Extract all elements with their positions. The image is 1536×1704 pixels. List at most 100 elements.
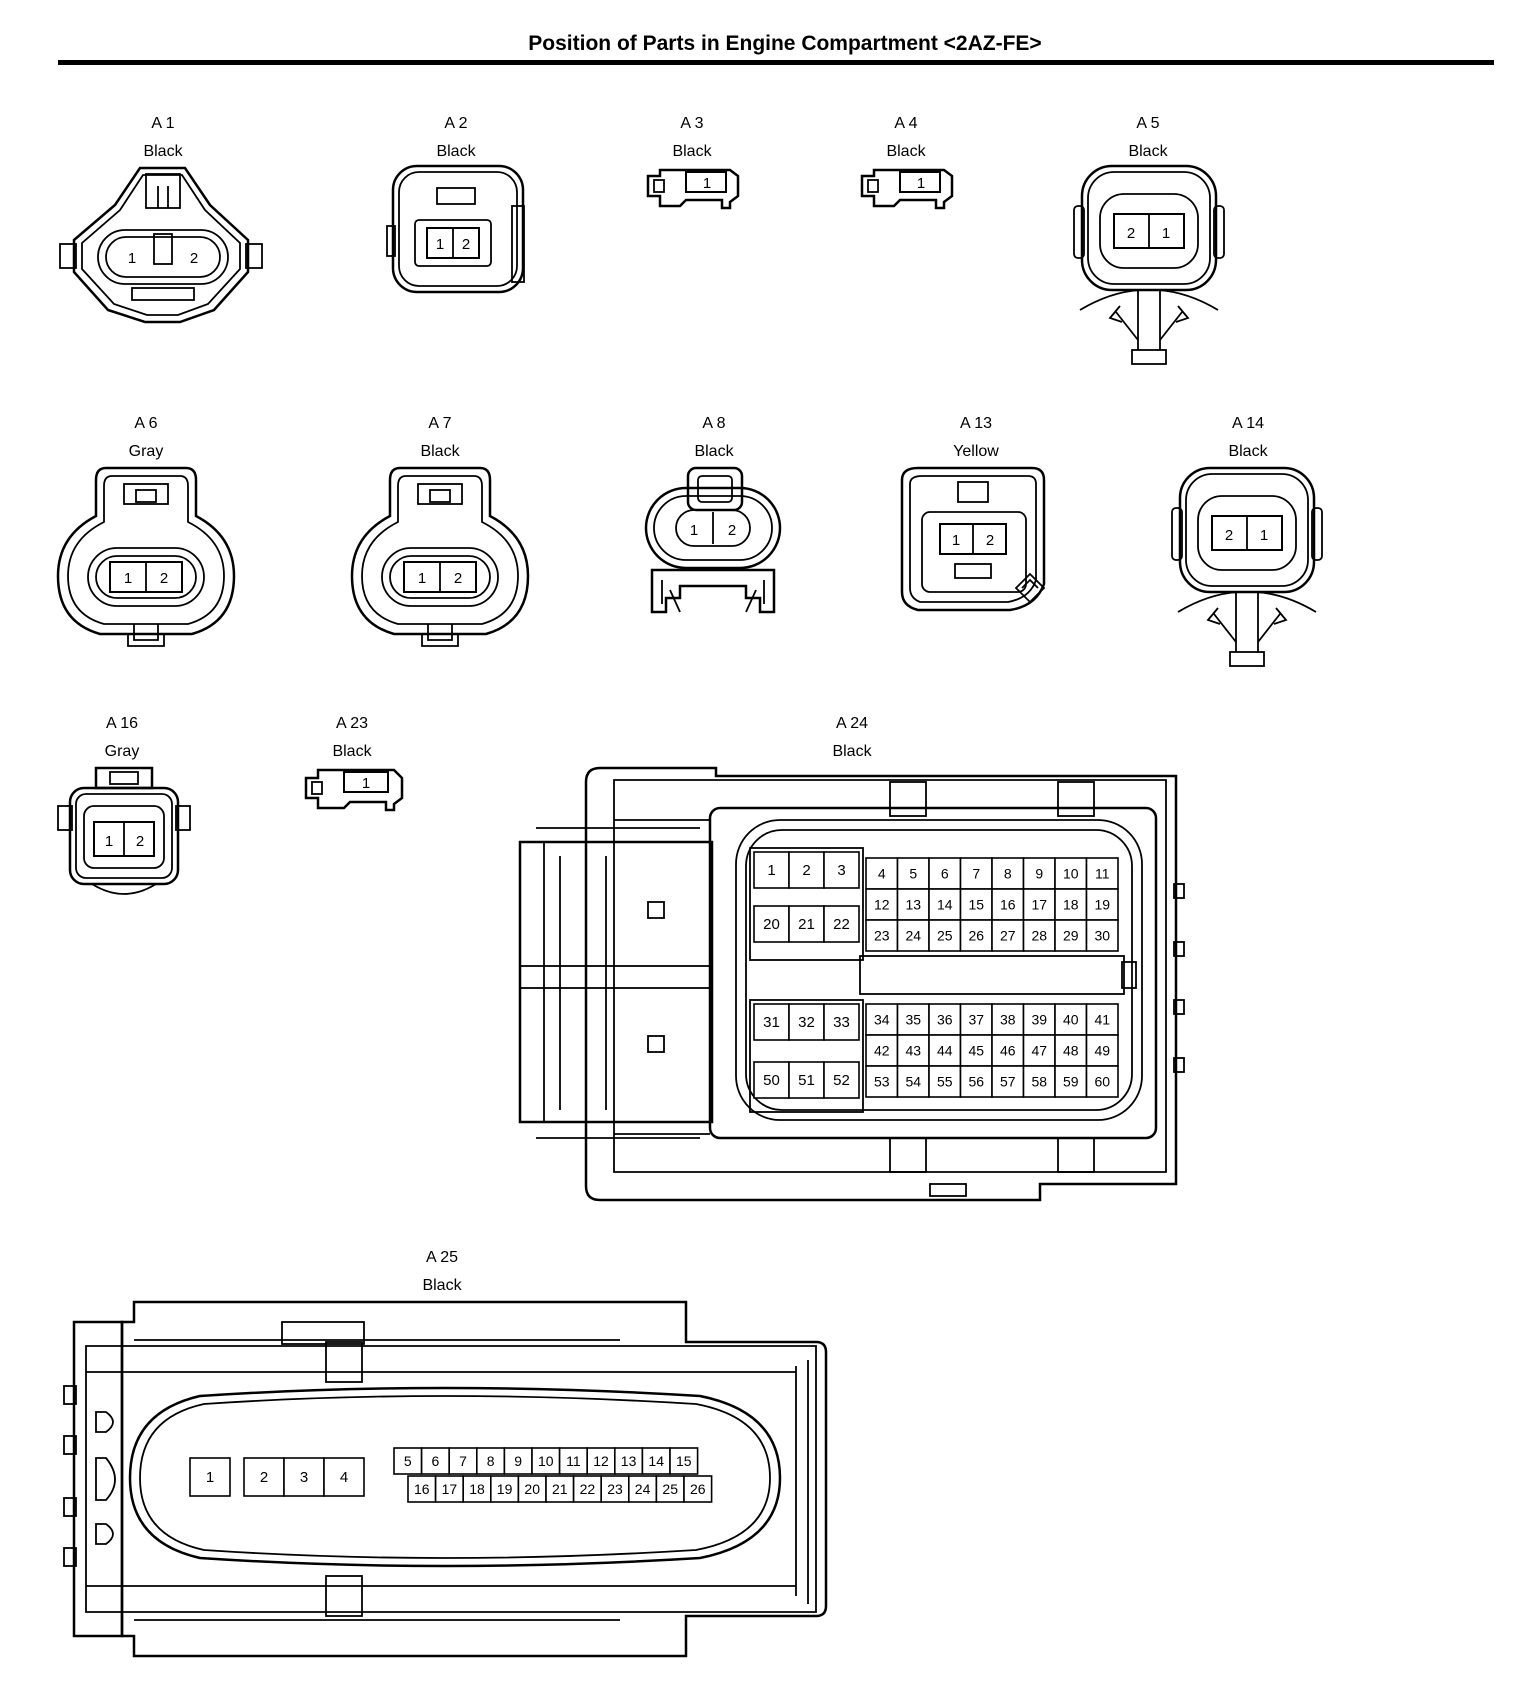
connector-a25-pin-22: 22 <box>580 1481 596 1497</box>
connector-a1-id: A 1 <box>151 115 174 132</box>
connector-a24-pin-25: 25 <box>937 928 953 944</box>
connector-a24-pin-1-cell <box>753 851 790 889</box>
connector-a24-pin-27-cell <box>991 919 1025 952</box>
connector-a13: A 13 Yellow 1 2 <box>900 415 1046 612</box>
connector-a5: A 5 Black 2 1 <box>1073 115 1225 365</box>
connector-a24-pin-16: 16 <box>1000 897 1016 913</box>
connector-a25-pin-8-cell <box>475 1447 506 1475</box>
connector-a25-pin-23-cell <box>600 1475 630 1503</box>
connector-a24-pin-44: 44 <box>937 1043 953 1059</box>
connector-a25-pin-13: 13 <box>621 1453 637 1469</box>
connector-a24-pin-43: 43 <box>905 1043 921 1059</box>
connector-a5-color: Black <box>1128 143 1168 160</box>
connector-a4-color: Black <box>886 143 926 160</box>
connector-a25-pin-25: 25 <box>662 1481 678 1497</box>
connector-a4: A 4 Black 1 <box>860 115 954 210</box>
connector-a24-pin-52: 52 <box>833 1072 850 1089</box>
connector-a1-pin-2: 2 <box>190 250 198 267</box>
connector-a24-pin-34: 34 <box>874 1012 890 1028</box>
connector-a24-pin-53-cell <box>865 1065 899 1098</box>
connector-a24-pin-58: 58 <box>1031 1074 1047 1090</box>
connector-a25-pin-1: 1 <box>206 1469 214 1486</box>
connector-a24-pin-35: 35 <box>905 1012 921 1028</box>
connector-a24-pin-32-cell <box>788 1003 825 1041</box>
connector-a24-pin-47: 47 <box>1031 1043 1047 1059</box>
connector-a24-pin-33-cell <box>823 1003 860 1041</box>
connector-a25-pin-4: 4 <box>340 1469 348 1486</box>
connector-a25-pin-5-cell <box>393 1447 423 1475</box>
connector-a24-pin-42-cell <box>865 1034 899 1067</box>
connector-a16-id: A 16 <box>106 715 138 732</box>
connector-a24-pin-59: 59 <box>1063 1074 1079 1090</box>
connector-a25-pin-10-cell <box>531 1447 561 1475</box>
connector-a25-pin-12-cell <box>586 1447 616 1475</box>
connector-a24-pin-15: 15 <box>968 897 984 913</box>
connector-a6-pin-2: 2 <box>160 570 168 587</box>
connector-a24-pin-3-cell <box>823 851 860 889</box>
connector-a3-color: Black <box>672 143 712 160</box>
connector-a25-pin-23: 23 <box>607 1481 623 1497</box>
connector-a24-pin-56: 56 <box>968 1074 984 1090</box>
connector-a23-pin-1: 1 <box>362 775 370 792</box>
connector-a16: A 16 Gray 1 2 <box>57 715 191 895</box>
connector-a25-pin-4-cell <box>323 1457 365 1497</box>
connector-a24-pin-52-cell <box>823 1061 860 1099</box>
connector-a24-pin-18-cell <box>1054 888 1088 921</box>
connector-a6: A 6 Gray 1 2 <box>56 415 236 647</box>
connector-a7-pin-2: 2 <box>454 570 462 587</box>
connector-a8-color: Black <box>694 443 734 460</box>
connector-a24-pin-29-cell <box>1054 919 1088 952</box>
connector-a25-pin-24-cell <box>627 1475 658 1503</box>
connector-a5-id: A 5 <box>1136 115 1159 132</box>
connector-a24-pin-39: 39 <box>1031 1012 1047 1028</box>
connector-a8-pin-1: 1 <box>690 522 698 539</box>
connector-a24-pin-5: 5 <box>909 866 917 882</box>
connector-a24-pin-8: 8 <box>1004 866 1012 882</box>
connector-a2: A 2 Black 1 2 <box>386 115 525 294</box>
connector-a24-pin-10: 10 <box>1063 866 1079 882</box>
connector-a25-pin-9: 9 <box>514 1453 522 1469</box>
connector-a14-pin-2: 2 <box>1225 527 1233 544</box>
connector-a24-pin-1: 1 <box>767 862 775 879</box>
connector-a24-pin-30: 30 <box>1094 928 1110 944</box>
connector-a14-id: A 14 <box>1232 415 1264 432</box>
connector-a24-pin-20: 20 <box>763 916 780 933</box>
connector-a14: A 14 Black 2 1 <box>1171 415 1323 667</box>
connector-a24-pin-31: 31 <box>763 1014 780 1031</box>
connector-a24-pin-56-cell <box>959 1065 993 1098</box>
connector-a24-pin-2: 2 <box>802 862 810 879</box>
connector-a24-pin-41: 41 <box>1094 1012 1110 1028</box>
connector-a23-id: A 23 <box>336 715 368 732</box>
connector-a13-pin-2: 2 <box>986 532 994 549</box>
connector-a16-pin-2: 2 <box>136 833 144 850</box>
connector-a24-pin-57-cell <box>991 1065 1025 1098</box>
connector-a7-pin-1: 1 <box>418 570 426 587</box>
connector-a14-pin-1: 1 <box>1260 527 1268 544</box>
connector-a25-pin-19: 19 <box>497 1481 513 1497</box>
connector-a24-pin-50: 50 <box>763 1072 780 1089</box>
connector-a3-id: A 3 <box>680 115 703 132</box>
connector-a24-pin-19: 19 <box>1094 897 1110 913</box>
connector-a24-pin-29: 29 <box>1063 928 1079 944</box>
connector-a24-pin-26: 26 <box>968 928 984 944</box>
connector-a24-pin-11-cell <box>1085 857 1119 890</box>
connector-a24-pin-48-cell <box>1054 1034 1088 1067</box>
connector-a2-color: Black <box>436 143 476 160</box>
connector-a25-pin-26: 26 <box>690 1481 706 1497</box>
connector-a25-pin-20: 20 <box>524 1481 540 1497</box>
connector-a24-pin-55: 55 <box>937 1074 953 1090</box>
connector-a24-pin-9-cell <box>1022 857 1056 890</box>
connector-a3: A 3 Black 1 <box>646 115 740 210</box>
connector-a24-pin-12: 12 <box>874 897 890 913</box>
connector-a25-pin-6: 6 <box>432 1453 440 1469</box>
connector-a25-pin-18: 18 <box>469 1481 485 1497</box>
connector-a24-pin-39-cell <box>1022 1003 1056 1036</box>
connector-a25-pin-12: 12 <box>593 1453 609 1469</box>
connector-a13-color: Yellow <box>953 443 999 460</box>
connector-a24-pin-58-cell <box>1022 1065 1056 1098</box>
connector-a24-lower-block-frame <box>749 999 864 1113</box>
connector-a8-pin-2: 2 <box>728 522 736 539</box>
connector-a24-pin-60: 60 <box>1094 1074 1110 1090</box>
connector-a4-pin-1: 1 <box>917 175 925 192</box>
